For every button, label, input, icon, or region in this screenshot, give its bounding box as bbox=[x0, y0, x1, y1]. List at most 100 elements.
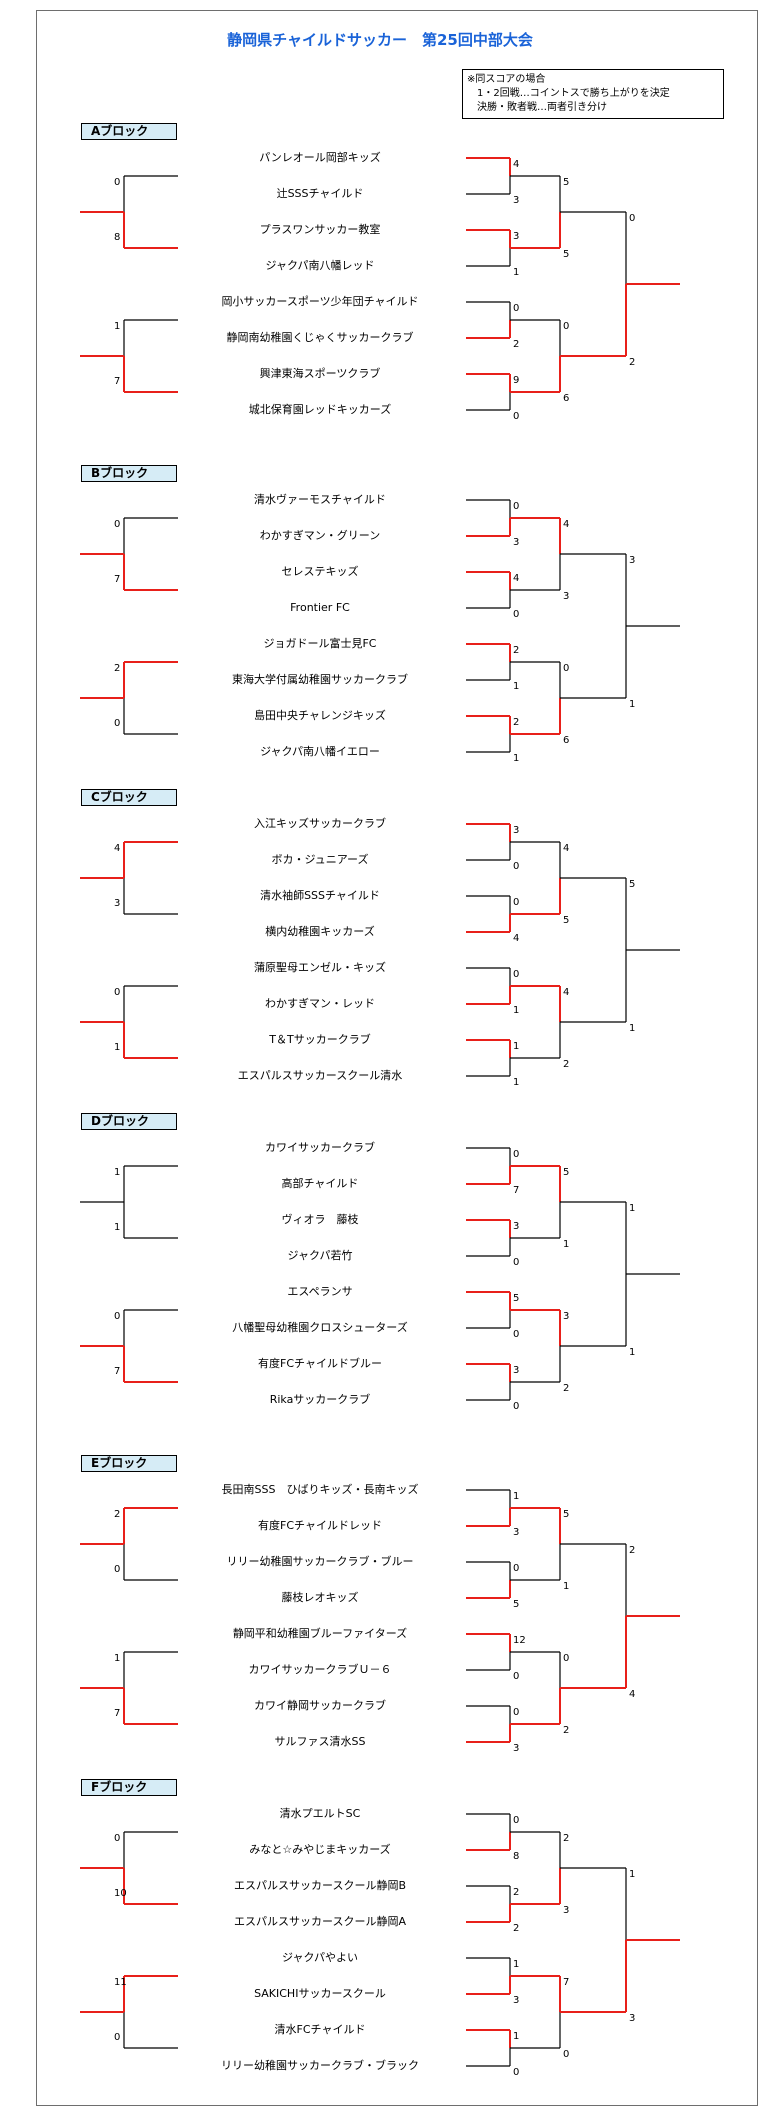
round2-match-score-bottom: 1 bbox=[563, 1239, 570, 1250]
round1-match-score-top: 3 bbox=[513, 1221, 520, 1232]
loser-score-top: 0 bbox=[114, 1311, 121, 1322]
loser-score-bottom: 10 bbox=[114, 1888, 127, 1899]
team-name: 有度FCチャイルドブルー bbox=[258, 1357, 382, 1370]
team-name: ジャクパやよい bbox=[282, 1951, 358, 1964]
block-label: Cブロック bbox=[81, 789, 177, 806]
round2-match-score-top: 5 bbox=[563, 1509, 570, 1520]
round1-match-score-top: 1 bbox=[513, 1491, 520, 1502]
round1-match-score-top: 4 bbox=[513, 573, 520, 584]
block-label: Eブロック bbox=[81, 1455, 177, 1472]
team-name: ジョガドール富士見FC bbox=[263, 637, 377, 650]
team-name: サルファス清水SS bbox=[274, 1735, 366, 1748]
round1-match-score-top: 0 bbox=[513, 501, 520, 512]
team-name: エスパルスサッカースクール静岡A bbox=[234, 1915, 406, 1928]
team-name: パンレオール岡部キッズ bbox=[259, 151, 381, 164]
round1-match-score-top: 2 bbox=[513, 717, 520, 728]
final-score-bottom: 3 bbox=[629, 2013, 636, 2024]
loser-score-bottom: 7 bbox=[114, 574, 121, 585]
note-line: ※同スコアの場合 bbox=[467, 74, 546, 85]
team-name: 島田中央チャレンジキッズ bbox=[254, 709, 386, 722]
tie-rule-note: ※同スコアの場合 1・2回戦…コイントスで勝ち上がりを決定 決勝・敗者戦…両者引… bbox=[462, 69, 724, 119]
team-name: 高部チャイルド bbox=[281, 1177, 359, 1190]
team-name: Frontier FC bbox=[290, 601, 350, 614]
round2-match-score-bottom: 2 bbox=[563, 1383, 570, 1394]
round1-match-score-bottom: 5 bbox=[513, 1599, 520, 1610]
round1-match-score-top: 1 bbox=[513, 1041, 520, 1052]
round1-match-score-bottom: 3 bbox=[513, 1527, 520, 1538]
round1-match-score-top: 2 bbox=[513, 645, 520, 656]
round1-match-score-bottom: 0 bbox=[513, 1401, 520, 1412]
loser-score-bottom: 0 bbox=[114, 2032, 121, 2043]
loser-score-bottom: 1 bbox=[114, 1042, 121, 1053]
team-name: 静岡平和幼稚園ブルーファイターズ bbox=[232, 1627, 408, 1640]
round2-match-score-top: 0 bbox=[563, 663, 570, 674]
final-score-bottom: 1 bbox=[629, 1023, 636, 1034]
team-name: ジャクパ南八幡イエロー bbox=[260, 745, 380, 758]
block-label: Aブロック bbox=[81, 123, 177, 140]
round1-match-score-bottom: 3 bbox=[513, 1995, 520, 2006]
loser-score-top: 0 bbox=[114, 1833, 121, 1844]
round2-match-score-top: 4 bbox=[563, 987, 570, 998]
team-name: みなと☆みやじまキッカーズ bbox=[249, 1843, 391, 1856]
round2-match-score-bottom: 5 bbox=[563, 249, 570, 260]
round2-match-score-top: 2 bbox=[563, 1833, 570, 1844]
team-name: リリー幼稚園サッカークラブ・ブルー bbox=[226, 1555, 414, 1568]
round1-match-score-top: 0 bbox=[513, 1149, 520, 1160]
team-name: リリー幼稚園サッカークラブ・ブラック bbox=[221, 2059, 419, 2072]
team-name: 辻SSSチャイルド bbox=[276, 187, 364, 200]
loser-score-bottom: 7 bbox=[114, 376, 121, 387]
team-name: 清水FCチャイルド bbox=[274, 2023, 366, 2036]
round1-match-score-bottom: 0 bbox=[513, 609, 520, 620]
team-name: カワイサッカークラブ bbox=[265, 1141, 375, 1154]
round1-match-score-top: 0 bbox=[513, 303, 520, 314]
round1-match-score-top: 3 bbox=[513, 1365, 520, 1376]
team-name: 入江キッズサッカークラブ bbox=[254, 817, 386, 830]
loser-score-top: 0 bbox=[114, 519, 121, 530]
team-name: 有度FCチャイルドレッド bbox=[258, 1519, 382, 1532]
round2-match-score-bottom: 5 bbox=[563, 915, 570, 926]
team-name: プラスワンサッカー教室 bbox=[259, 223, 381, 236]
loser-score-top: 4 bbox=[114, 843, 121, 854]
final-score-bottom: 1 bbox=[629, 1347, 636, 1358]
round2-match-score-top: 4 bbox=[563, 519, 570, 530]
team-name: 興津東海スポーツクラブ bbox=[259, 367, 381, 380]
round1-match-score-bottom: 2 bbox=[513, 339, 520, 350]
block-label: Dブロック bbox=[81, 1113, 177, 1130]
loser-score-top: 2 bbox=[114, 1509, 121, 1520]
round1-match-score-top: 12 bbox=[513, 1635, 526, 1646]
final-score-top: 1 bbox=[629, 1203, 636, 1214]
round2-match-score-top: 4 bbox=[563, 843, 570, 854]
loser-score-bottom: 1 bbox=[114, 1222, 121, 1233]
round1-match-score-top: 1 bbox=[513, 1959, 520, 1970]
round1-match-score-top: 0 bbox=[513, 969, 520, 980]
round2-match-score-top: 5 bbox=[563, 1167, 570, 1178]
team-name: 城北保育園レッドキッカーズ bbox=[248, 403, 392, 416]
round1-match-score-bottom: 7 bbox=[513, 1185, 520, 1196]
loser-score-top: 1 bbox=[114, 1653, 121, 1664]
loser-score-bottom: 7 bbox=[114, 1366, 121, 1377]
team-name: 東海大学付属幼稚園サッカークラブ bbox=[232, 673, 408, 686]
team-name: セレステキッズ bbox=[281, 565, 359, 578]
round2-match-score-bottom: 2 bbox=[563, 1059, 570, 1070]
final-score-top: 3 bbox=[629, 555, 636, 566]
page-title: 静岡県チャイルドサッカー 第25回中部大会 bbox=[227, 31, 533, 49]
round1-match-score-top: 0 bbox=[513, 1563, 520, 1574]
round1-match-score-bottom: 4 bbox=[513, 933, 520, 944]
team-name: わかすぎマン・グリーン bbox=[259, 529, 381, 542]
team-name: 八幡聖母幼稚園クロスシューターズ bbox=[232, 1321, 408, 1334]
note-line: 1・2回戦…コイントスで勝ち上がりを決定 bbox=[467, 88, 670, 99]
round1-match-score-top: 0 bbox=[513, 1707, 520, 1718]
team-name: エスパルスサッカースクール清水 bbox=[237, 1069, 403, 1082]
loser-score-top: 0 bbox=[114, 987, 121, 998]
loser-score-top: 1 bbox=[114, 321, 121, 332]
round1-match-score-top: 3 bbox=[513, 231, 520, 242]
round2-match-score-top: 0 bbox=[563, 321, 570, 332]
note-line: 決勝・敗者戦…両者引き分け bbox=[467, 102, 607, 113]
round2-match-score-bottom: 0 bbox=[563, 2049, 570, 2060]
round2-match-score-bottom: 6 bbox=[563, 393, 570, 404]
final-score-top: 1 bbox=[629, 1869, 636, 1880]
round1-match-score-bottom: 0 bbox=[513, 861, 520, 872]
loser-score-top: 1 bbox=[114, 1167, 121, 1178]
round1-match-score-bottom: 2 bbox=[513, 1923, 520, 1934]
round1-match-score-bottom: 0 bbox=[513, 1329, 520, 1340]
